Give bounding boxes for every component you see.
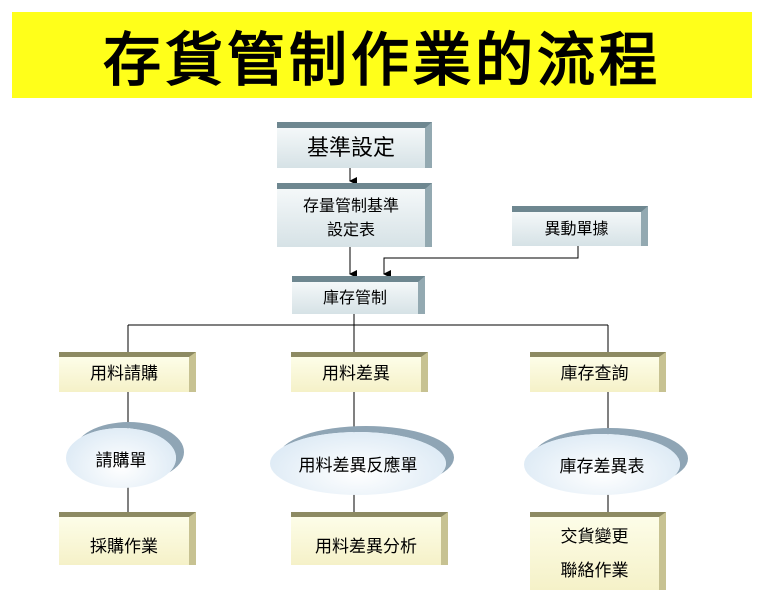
page-title: 存貨管制作業的流程 — [102, 26, 661, 94]
ellipse-inventory-variance-table: 庫存差異表 — [524, 434, 680, 495]
node-label: 聯絡作業 — [560, 560, 629, 581]
node-label: 用料差異反應單 — [298, 456, 418, 476]
node-label: 基準設定 — [306, 135, 395, 161]
node-label: 庫存管制 — [322, 288, 387, 307]
node-label: 異動單據 — [544, 219, 609, 238]
node-baseline: 基準設定 — [277, 122, 432, 168]
title-banner: 存貨管制作業的流程 — [12, 12, 752, 98]
node-inventory-control: 庫存管制 — [292, 276, 425, 314]
node-label: 設定表 — [326, 220, 375, 239]
ellipse-variance-report-form: 用料差異反應單 — [270, 432, 446, 495]
node-purchase-request: 用料請購 — [59, 352, 196, 392]
arrow-docs-to-control — [383, 246, 579, 278]
node-usage-variance: 用料差異 — [291, 352, 428, 392]
node-label: 請購單 — [95, 450, 147, 471]
node-baseline-table: 存量管制基準設定表 — [277, 183, 432, 247]
node-delivery-change: 交貨變更聯絡作業 — [530, 512, 666, 590]
node-label: 存量管制基準 — [302, 196, 399, 215]
node-label: 採購作業 — [90, 537, 158, 558]
node-inventory-query: 庫存查詢 — [530, 352, 666, 392]
node-label: 用料請購 — [90, 363, 158, 384]
node-label: 庫存差異表 — [559, 457, 645, 477]
node-label: 庫存查詢 — [560, 363, 629, 384]
ellipse-requisition-form: 請購單 — [66, 428, 176, 488]
node-purchasing: 採購作業 — [59, 512, 196, 565]
node-label: 用料差異分析 — [315, 537, 417, 558]
node-variance-analysis: 用料差異分析 — [291, 512, 448, 565]
node-label: 用料差異 — [322, 363, 390, 384]
node-change-docs: 異動單據 — [512, 206, 648, 246]
node-label: 交貨變更 — [560, 526, 629, 547]
